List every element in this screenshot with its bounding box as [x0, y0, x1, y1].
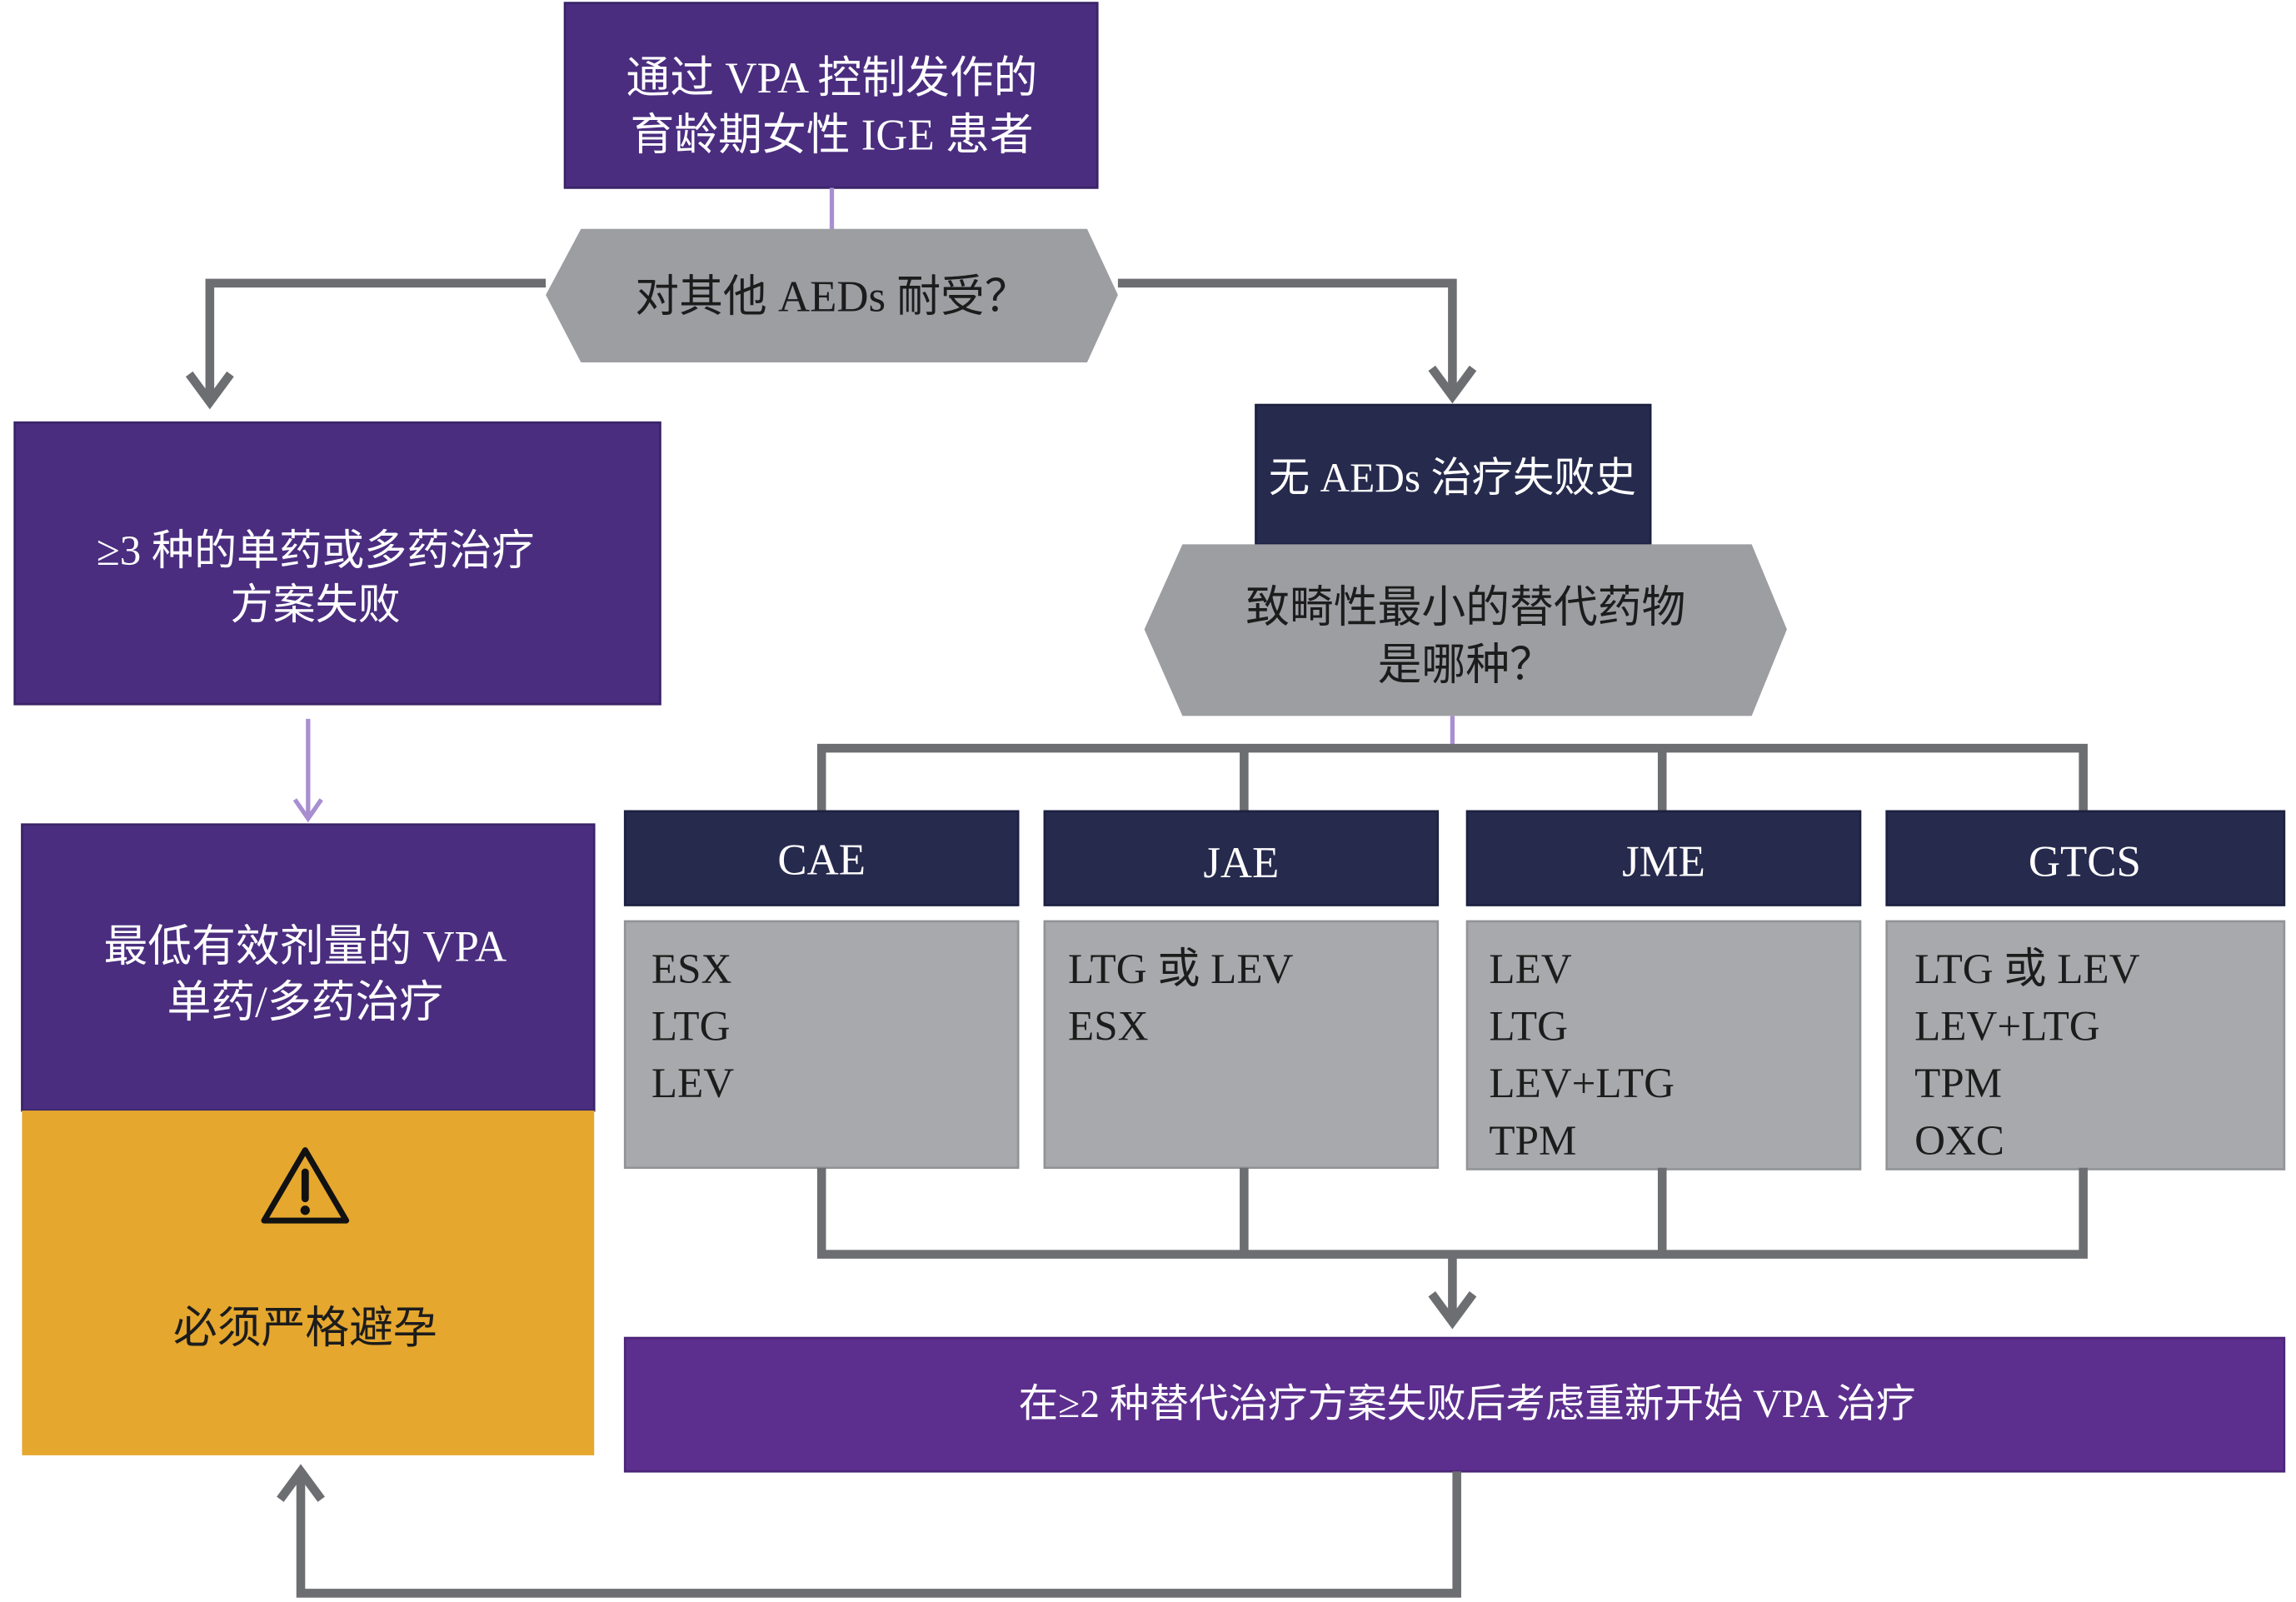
syndrome-header-jae	[1043, 810, 1440, 906]
drug-item: LEV	[651, 1060, 734, 1107]
syndrome-merge-bracket	[816, 1167, 2088, 1318]
drug-item: LTG	[1489, 1003, 1568, 1051]
no-failure-history-text: 无 AEDs 治疗失败史	[1269, 455, 1636, 501]
drug-list-gtcs	[1885, 920, 2286, 1170]
drug-item: LEV	[1489, 946, 1571, 993]
drug-list-jae	[1043, 920, 1440, 1170]
merge-arrowhead	[1428, 1291, 1477, 1330]
tolerance-question-text: 对其他 AEDs 耐受？	[635, 272, 1028, 321]
start-node-line-2: 育龄期女性 IGE 患者	[630, 112, 1033, 160]
contraception-warning-text: 必须严格避孕	[173, 1304, 437, 1352]
drug-item: TPM	[1914, 1060, 2002, 1107]
restart-vpa-text: 在≥2 种替代治疗方案失败后考虑重新开始 VPA 治疗	[1019, 1383, 1916, 1426]
right-branch-arrow	[1117, 278, 1457, 393]
start-node	[563, 2, 1099, 189]
failure-node-line-1: ≥3 种的单药或多药治疗	[97, 527, 535, 575]
drug-item: OXC	[1914, 1117, 2004, 1165]
right-branch-arrowhead	[1428, 365, 1477, 404]
failure-node-line-2: 方案失败	[231, 581, 401, 629]
vpa-treatment-line-2: 单药/多药治疗	[167, 978, 444, 1026]
vpa-treatment-line-1: 最低有效剂量的 VPA	[103, 922, 507, 971]
no-failure-history-node	[1255, 403, 1652, 546]
drug-item: LEV+LTG	[1489, 1060, 1675, 1107]
syndrome-header-gtcs-label: GTCS	[2029, 837, 2141, 886]
drug-question-line-1: 致畸性最小的替代药物	[1245, 584, 1685, 632]
warning-triangle-outline	[261, 1147, 350, 1224]
drug-question-line-2: 是哪种？	[1378, 641, 1554, 689]
drug-item: LEV+LTG	[1914, 1003, 2100, 1051]
failure-to-vpa-arrowhead	[292, 798, 323, 823]
drug-item: TPM	[1489, 1117, 1576, 1165]
drug-item: LTG 或 LEV	[1068, 946, 1293, 993]
drug-item: ESX	[1068, 1003, 1148, 1051]
syndrome-header-gtcs	[1885, 810, 2286, 906]
drug-question-node	[1144, 544, 1787, 716]
vpa-treatment-node	[21, 823, 596, 1112]
drug-item: LTG	[651, 1003, 731, 1051]
contraception-warning-panel	[22, 1110, 595, 1455]
drug-list-jme	[1465, 920, 1862, 1170]
syndrome-header-cae-label: CAE	[777, 836, 866, 885]
left-branch-arrow	[205, 278, 547, 399]
start-node-line-1: 通过 VPA 控制发作的	[626, 54, 1038, 102]
warning-triangle-icon	[261, 1147, 350, 1224]
failure-node	[13, 421, 661, 706]
return-to-vpa-arrow	[296, 1471, 1461, 1598]
syndrome-header-jme-label: JME	[1622, 837, 1705, 886]
drug-item: ESX	[651, 946, 731, 993]
left-branch-arrowhead	[185, 371, 234, 410]
warning-exclamation-dot	[300, 1205, 310, 1215]
return-arrowhead	[277, 1464, 325, 1502]
syndrome-header-jae-label: JAE	[1203, 839, 1279, 887]
tolerance-question-node	[546, 228, 1118, 362]
syndrome-split-bracket	[816, 743, 2088, 811]
syndrome-header-jme	[1465, 810, 1862, 906]
drug-list-cae	[623, 920, 1020, 1170]
drug-item: LTG 或 LEV	[1914, 946, 2139, 993]
syndrome-header-cae	[623, 810, 1020, 906]
